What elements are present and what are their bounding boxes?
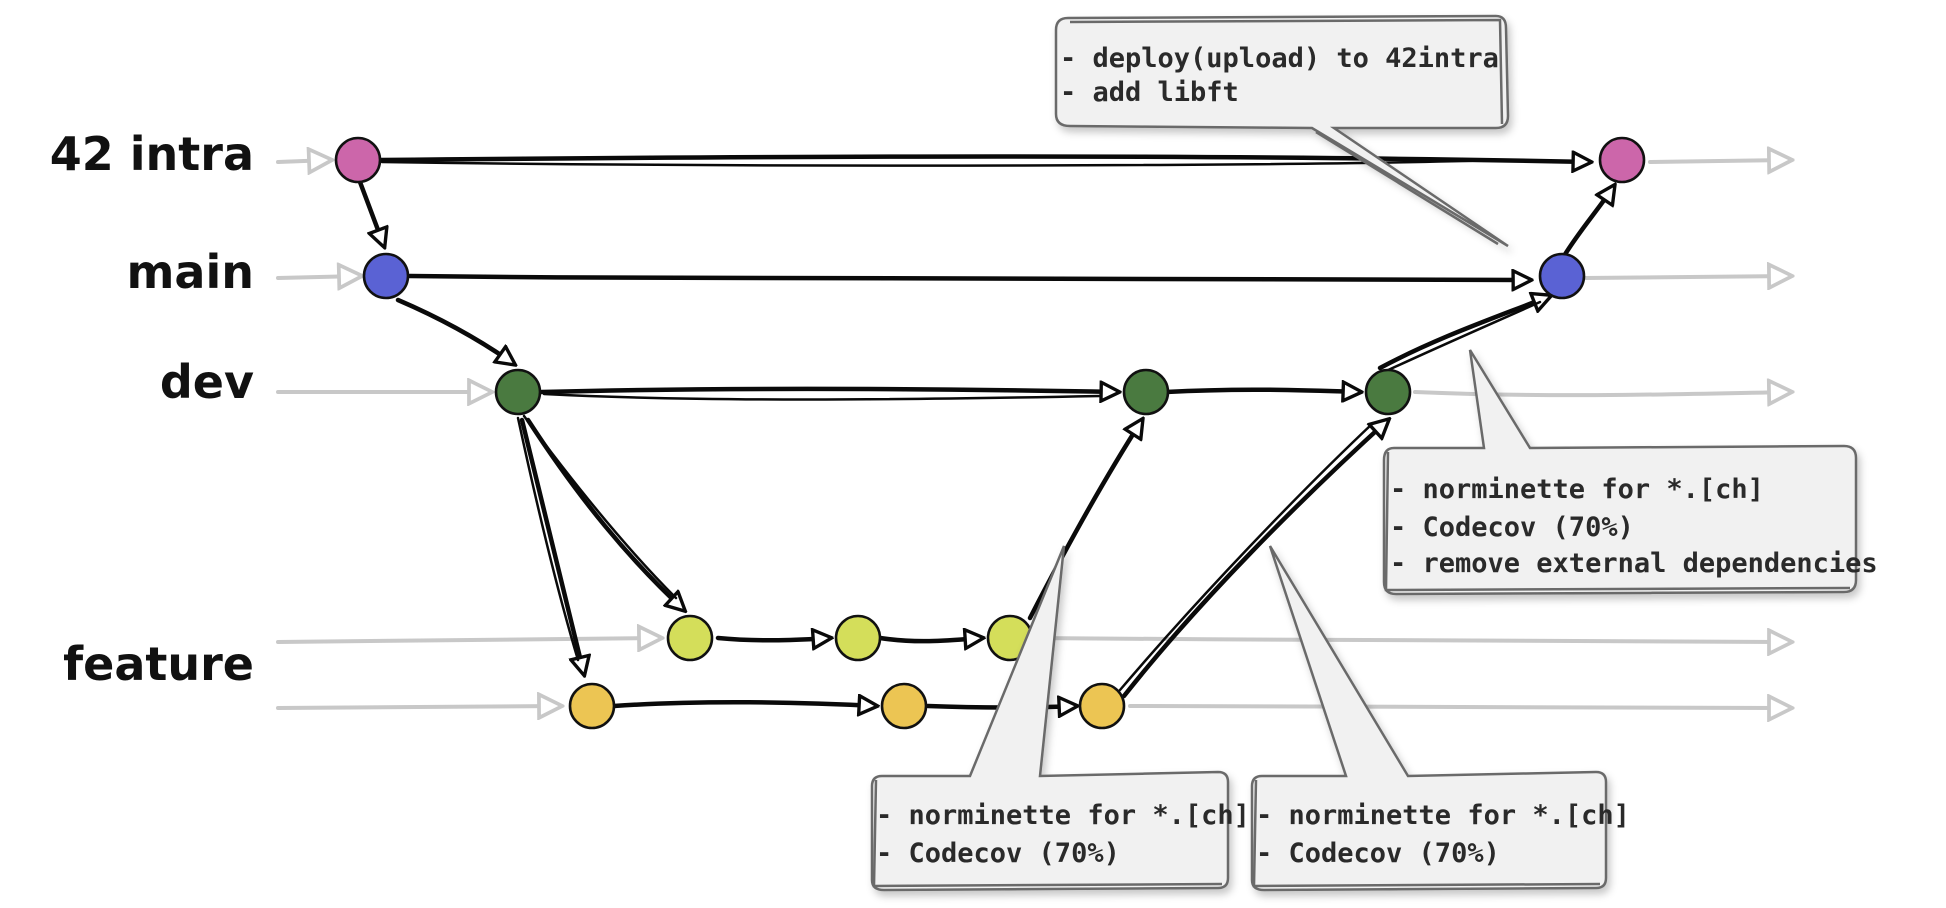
branch-label-feature: feature (63, 637, 254, 691)
branch-label-dev: dev (160, 355, 254, 409)
edge-feature-a-1 (715, 638, 830, 640)
callout-dev-checks-line-2: - Codecov (70%) (1390, 512, 1634, 543)
ghost-line-intra-out (1648, 160, 1790, 162)
commit-node-dev-1 (494, 368, 542, 416)
ghost-line-main-in (276, 276, 360, 278)
commit-node-intra-2 (1598, 136, 1646, 184)
edge-dev-main-sketch (1382, 300, 1542, 374)
commit-node-main-1 (362, 252, 410, 300)
callout-feature-a-checks: - norminette for *.[ch] - Codecov (70%) (870, 545, 1250, 892)
edge-feature-b-1 (611, 702, 876, 706)
commit-node-feature-b-1 (568, 682, 616, 730)
ghost-line-feature-b-in (276, 706, 560, 708)
callout-deploy-line-2: - add libft (1060, 77, 1239, 108)
edge-main-intra (1561, 186, 1614, 259)
ghost-line-main-out (1583, 276, 1790, 278)
commit-edges (357, 157, 1614, 708)
edge-dev-main (1377, 296, 1550, 371)
commit-nodes (334, 136, 1646, 730)
edge-feature-a-dev (1027, 420, 1142, 621)
callout-dev-checks-line-1: - norminette for *.[ch] (1390, 474, 1764, 505)
commit-node-main-2 (1538, 252, 1586, 300)
edge-intra-intra-sketch (380, 158, 1502, 167)
edge-intra-main (357, 179, 384, 246)
callout-feature-b-line-2: - Codecov (70%) (1256, 838, 1500, 869)
edge-dev-feature-b (519, 417, 584, 674)
edge-feature-a-2 (877, 638, 982, 641)
callout-dev-checks: - norminette for *.[ch] - Codecov (70%) … (1382, 349, 1878, 596)
edge-dev-dev-1-sketch (542, 392, 1102, 401)
ghost-line-intra-in (276, 160, 330, 162)
edge-main-main (407, 276, 1530, 281)
edge-feature-b-dev (1121, 420, 1388, 699)
edge-dev-feature-a-sketch (522, 414, 678, 600)
branch-label-intra: 42 intra (50, 127, 254, 181)
callout-feature-b-line-1: - norminette for *.[ch] (1256, 800, 1630, 831)
edge-intra-intra (377, 157, 1590, 163)
ghost-line-feature-a-in (276, 638, 660, 642)
commit-node-feature-a-2 (834, 614, 882, 662)
edge-dev-dev-2 (1163, 390, 1360, 392)
commit-node-feature-b-2 (880, 682, 928, 730)
edge-dev-dev-1 (539, 389, 1118, 392)
ghost-line-feature-a-out (1028, 638, 1790, 642)
branch-label-main: main (127, 245, 255, 299)
edge-main-dev (395, 297, 514, 364)
edge-dev-feature-b-sketch (516, 416, 580, 662)
callout-feature-a-line-2: - Codecov (70%) (876, 838, 1120, 869)
ghost-line-dev-out (1413, 392, 1790, 395)
commit-node-feature-b-3 (1078, 682, 1126, 730)
edge-feature-b-dev-sketch (1118, 422, 1374, 692)
callout-feature-b-checks: - norminette for *.[ch] - Codecov (70%) (1250, 545, 1630, 892)
callout-deploy: - deploy(upload) to 42intra - add libft (1054, 14, 1510, 248)
commit-node-intra-1 (334, 136, 382, 184)
commit-node-dev-3 (1364, 368, 1412, 416)
commit-node-feature-a-1 (666, 614, 714, 662)
callout-feature-a-line-1: - norminette for *.[ch] (876, 800, 1250, 831)
ghost-branch-lines (276, 160, 1790, 708)
callout-deploy-line-1: - deploy(upload) to 42intra (1060, 43, 1499, 74)
ghost-line-feature-b-out (1128, 706, 1790, 708)
commit-node-dev-2 (1122, 368, 1170, 416)
callout-dev-checks-line-3: - remove external dependencies (1390, 548, 1878, 579)
